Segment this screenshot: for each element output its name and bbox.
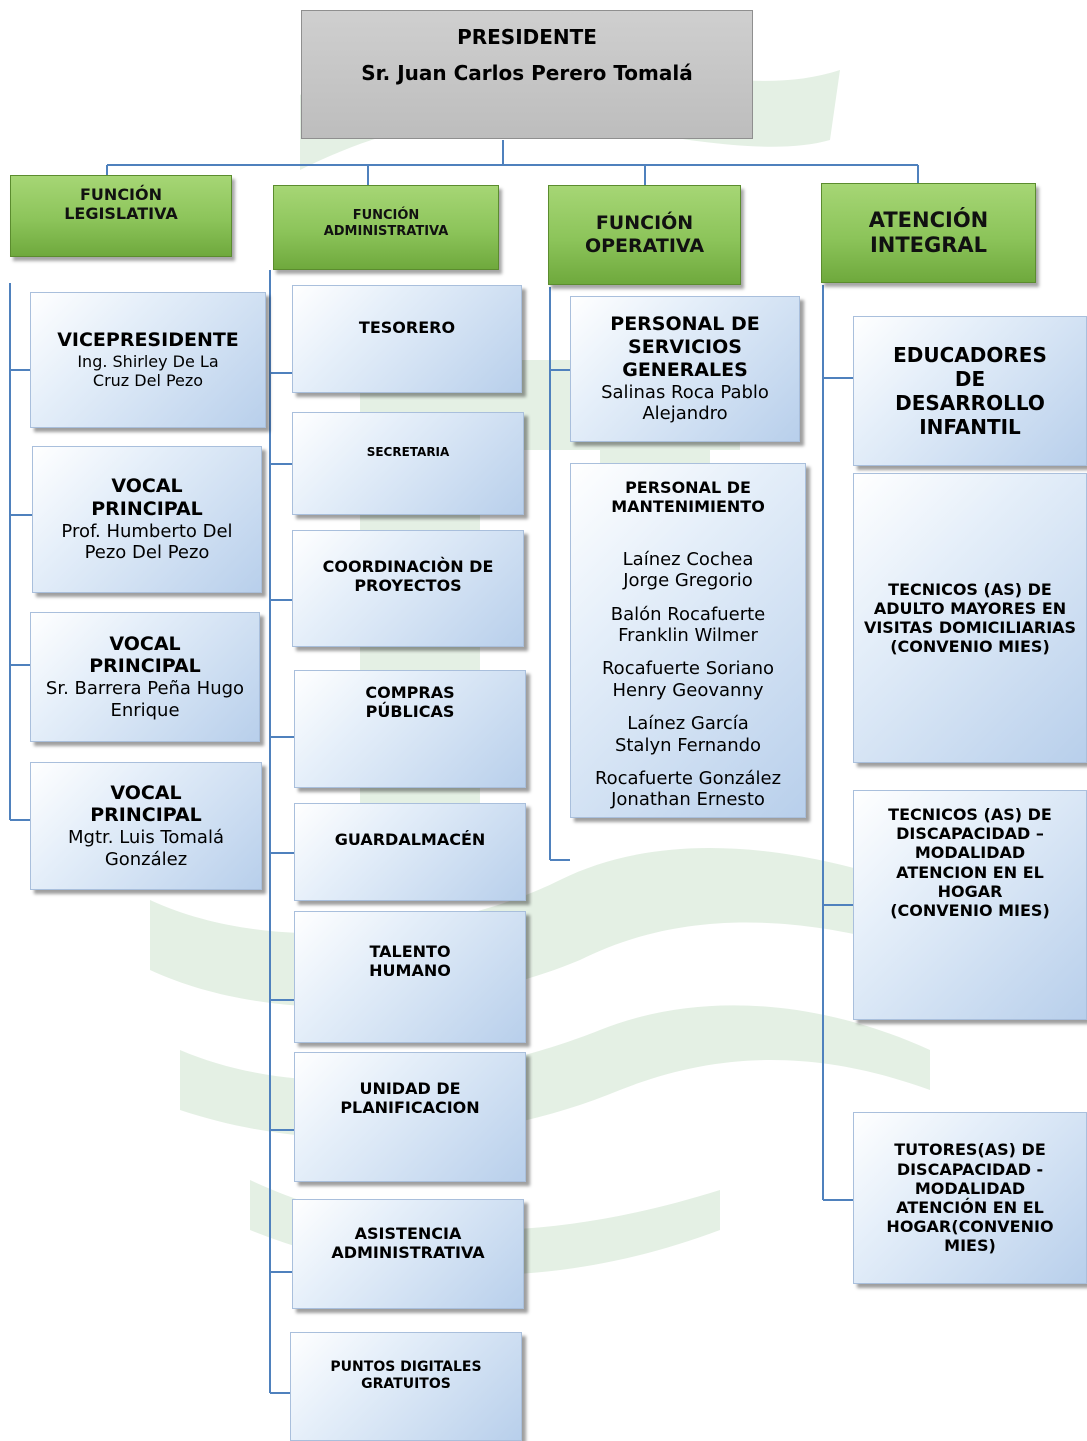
- unit-label: ASISTENCIA ADMINISTRATIVA: [331, 1224, 485, 1263]
- function-administrativa-label: FUNCIÓN ADMINISTRATIVA: [323, 208, 449, 239]
- unit-mantenimiento: PERSONAL DE MANTENIMIENTO Laínez Cochea …: [570, 463, 806, 818]
- unit-vocal-2: VOCAL PRINCIPAL Sr. Barrera Peña Hugo En…: [30, 612, 260, 742]
- maintenance-person: Rocafuerte Soriano Henry Geovanny: [601, 658, 774, 701]
- unit-tecnicos-adulto-mayores: TECNICOS (AS) DE ADULTO MAYORES EN VISIT…: [853, 473, 1087, 763]
- unit-role: PERSONAL DE SERVICIOS GENERALES: [610, 313, 760, 381]
- unit-servicios-generales: PERSONAL DE SERVICIOS GENERALES Salinas …: [570, 296, 800, 442]
- maintenance-person: Rocafuerte González Jonathan Ernesto: [594, 767, 782, 811]
- function-integral: ATENCIÓN INTEGRAL: [821, 183, 1036, 283]
- unit-label: COORDINACIÒN DE PROYECTOS: [322, 557, 494, 596]
- unit-person: Prof. Humberto Del Pezo Del Pezo: [61, 520, 233, 564]
- maintenance-person: Laínez Cochea Jorge Gregorio: [622, 548, 754, 592]
- unit-person: Salinas Roca Pablo Alejandro: [601, 381, 769, 425]
- unit-label: TALENTO HUMANO: [369, 942, 451, 981]
- unit-tecnicos-discapacidad: TECNICOS (AS) DE DISCAPACIDAD – MODALIDA…: [853, 790, 1087, 1020]
- function-operativa-label: FUNCIÓN OPERATIVA: [584, 212, 705, 257]
- function-operativa: FUNCIÓN OPERATIVA: [548, 185, 741, 285]
- unit-label: COMPRAS PÚBLICAS: [365, 683, 455, 722]
- unit-talento-humano: TALENTO HUMANO: [294, 911, 526, 1043]
- unit-compras-publicas: COMPRAS PÚBLICAS: [294, 670, 526, 788]
- function-integral-label: ATENCIÓN INTEGRAL: [868, 207, 989, 257]
- unit-coordinacion-proyectos: COORDINACIÒN DE PROYECTOS: [292, 530, 524, 647]
- unit-asistencia-administrativa: ASISTENCIA ADMINISTRATIVA: [292, 1199, 524, 1309]
- unit-educadores-desarrollo-infantil: EDUCADORES DE DESARROLLO INFANTIL: [853, 316, 1087, 466]
- unit-guardalmacen: GUARDALMACÉN: [294, 803, 526, 901]
- unit-label: EDUCADORES DE DESARROLLO INFANTIL: [893, 343, 1047, 439]
- unit-label: GUARDALMACÉN: [334, 830, 486, 849]
- unit-person: Sr. Barrera Peña Hugo Enrique: [45, 678, 245, 721]
- unit-role: VOCAL PRINCIPAL: [89, 632, 201, 678]
- unit-label: UNIDAD DE PLANIFICACION: [340, 1079, 480, 1118]
- unit-planificacion: UNIDAD DE PLANIFICACION: [294, 1052, 526, 1182]
- unit-label: SECRETARIA: [366, 445, 450, 459]
- function-legislativa-label: FUNCIÓN LEGISLATIVA: [64, 185, 178, 224]
- function-legislativa: FUNCIÓN LEGISLATIVA: [10, 175, 232, 257]
- unit-label: TECNICOS (AS) DE DISCAPACIDAD – MODALIDA…: [888, 805, 1052, 920]
- maintenance-person: Laínez García Stalyn Fernando: [614, 713, 762, 756]
- unit-role: PERSONAL DE MANTENIMIENTO: [611, 478, 765, 517]
- maintenance-person: Balón Rocafuerte Franklin Wilmer: [610, 603, 766, 647]
- unit-label: TESORERO: [358, 318, 456, 337]
- unit-label: TECNICOS (AS) DE ADULTO MAYORES EN VISIT…: [863, 579, 1077, 657]
- unit-label: PUNTOS DIGITALES GRATUITOS: [330, 1359, 482, 1392]
- unit-vocal-1: VOCAL PRINCIPAL Prof. Humberto Del Pezo …: [32, 446, 262, 593]
- president-title: PRESIDENTE: [457, 25, 597, 49]
- unit-tutores-discapacidad: TUTORES(AS) DE DISCAPACIDAD - MODALIDAD …: [853, 1112, 1087, 1284]
- president-box: PRESIDENTE Sr. Juan Carlos Perero Tomalá: [301, 10, 753, 139]
- unit-vicepresidente: VICEPRESIDENTE Ing. Shirley De La Cruz D…: [30, 292, 266, 428]
- unit-vocal-3: VOCAL PRINCIPAL Mgtr. Luis Tomalá Gonzál…: [30, 762, 262, 890]
- unit-puntos-digitales: PUNTOS DIGITALES GRATUITOS: [290, 1332, 522, 1441]
- president-name: Sr. Juan Carlos Perero Tomalá: [361, 61, 693, 85]
- unit-person: Ing. Shirley De La Cruz Del Pezo: [77, 352, 219, 391]
- unit-label: TUTORES(AS) DE DISCAPACIDAD - MODALIDAD …: [886, 1140, 1054, 1256]
- unit-role: VOCAL PRINCIPAL: [91, 475, 203, 520]
- unit-role: VICEPRESIDENTE: [57, 329, 239, 352]
- unit-tesorero: TESORERO: [292, 285, 522, 393]
- unit-person: Mgtr. Luis Tomalá González: [68, 827, 224, 870]
- function-administrativa: FUNCIÓN ADMINISTRATIVA: [273, 185, 499, 270]
- unit-secretaria: SECRETARIA: [292, 412, 524, 515]
- unit-role: VOCAL PRINCIPAL: [90, 781, 202, 827]
